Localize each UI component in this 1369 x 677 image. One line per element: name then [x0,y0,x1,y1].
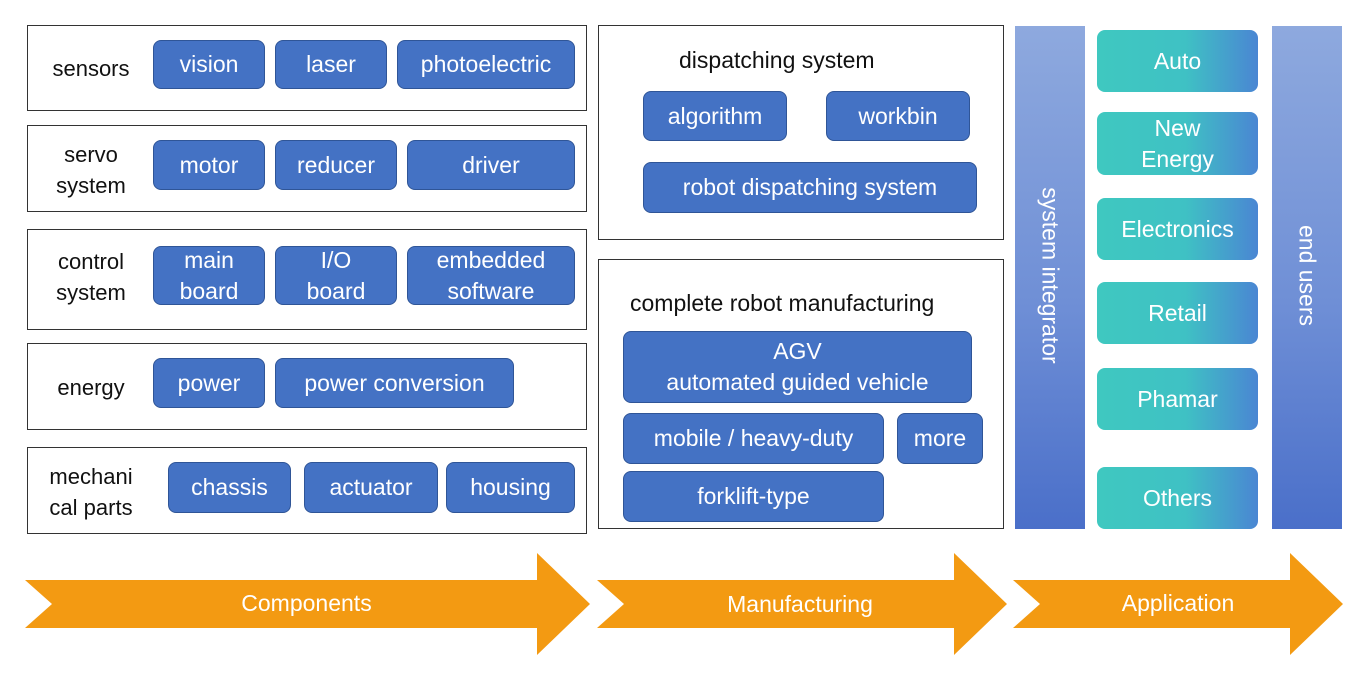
robot-dispatching-system-pill: robot dispatching system [643,162,977,213]
vision-pill: vision [153,40,265,89]
sector-electronics: Electronics [1097,198,1258,260]
chassis-pill: chassis [168,462,291,513]
sector-phamar: Phamar [1097,368,1258,430]
actuator-pill: actuator [304,462,438,513]
main-board-pill: main board [153,246,265,305]
reducer-pill: reducer [275,140,397,190]
power-conversion-pill: power conversion [275,358,514,408]
dispatching-system-title: dispatching system [679,47,875,73]
components-arrow [25,553,590,655]
components-stage-label: Components [241,590,372,616]
io-board-pill: I/O board [275,246,397,305]
system-integrator-column [1015,26,1085,529]
end-users-column [1272,26,1342,529]
system-integrator-label: system integrator [1037,187,1064,364]
sensors-label: sensors [52,56,130,81]
photoelectric-pill: photoelectric [397,40,575,89]
manufacturing-stage-label: Manufacturing [727,591,873,617]
power-pill: power [153,358,265,408]
embedded-software-pill: embedded software [407,246,575,305]
robot-manufacturing-title: complete robot manufacturing [630,290,935,316]
end-users-label: end users [1294,224,1321,326]
servo-system-label: servo system [56,142,126,198]
agv-pill: AGV automated guided vehicle [623,331,972,403]
driver-pill: driver [407,140,575,190]
more-pill: more [897,413,983,464]
sector-new-energy: New Energy [1097,112,1258,175]
manufacturing-arrow [597,553,1007,655]
algorithm-pill: algorithm [643,91,787,141]
energy-label: energy [57,375,125,400]
sector-others: Others [1097,467,1258,529]
application-arrow [1013,553,1343,655]
sector-auto: Auto [1097,30,1258,92]
laser-pill: laser [275,40,387,89]
application-stage-label: Application [1121,590,1235,616]
sector-retail: Retail [1097,282,1258,344]
control-system-label: control system [56,249,126,305]
housing-pill: housing [446,462,575,513]
workbin-pill: workbin [826,91,970,141]
forklift-type-pill: forklift-type [623,471,884,522]
mobile-heavy-duty-pill: mobile / heavy-duty [623,413,884,464]
mechanical-parts-label: mechani cal parts [49,464,133,520]
motor-pill: motor [153,140,265,190]
